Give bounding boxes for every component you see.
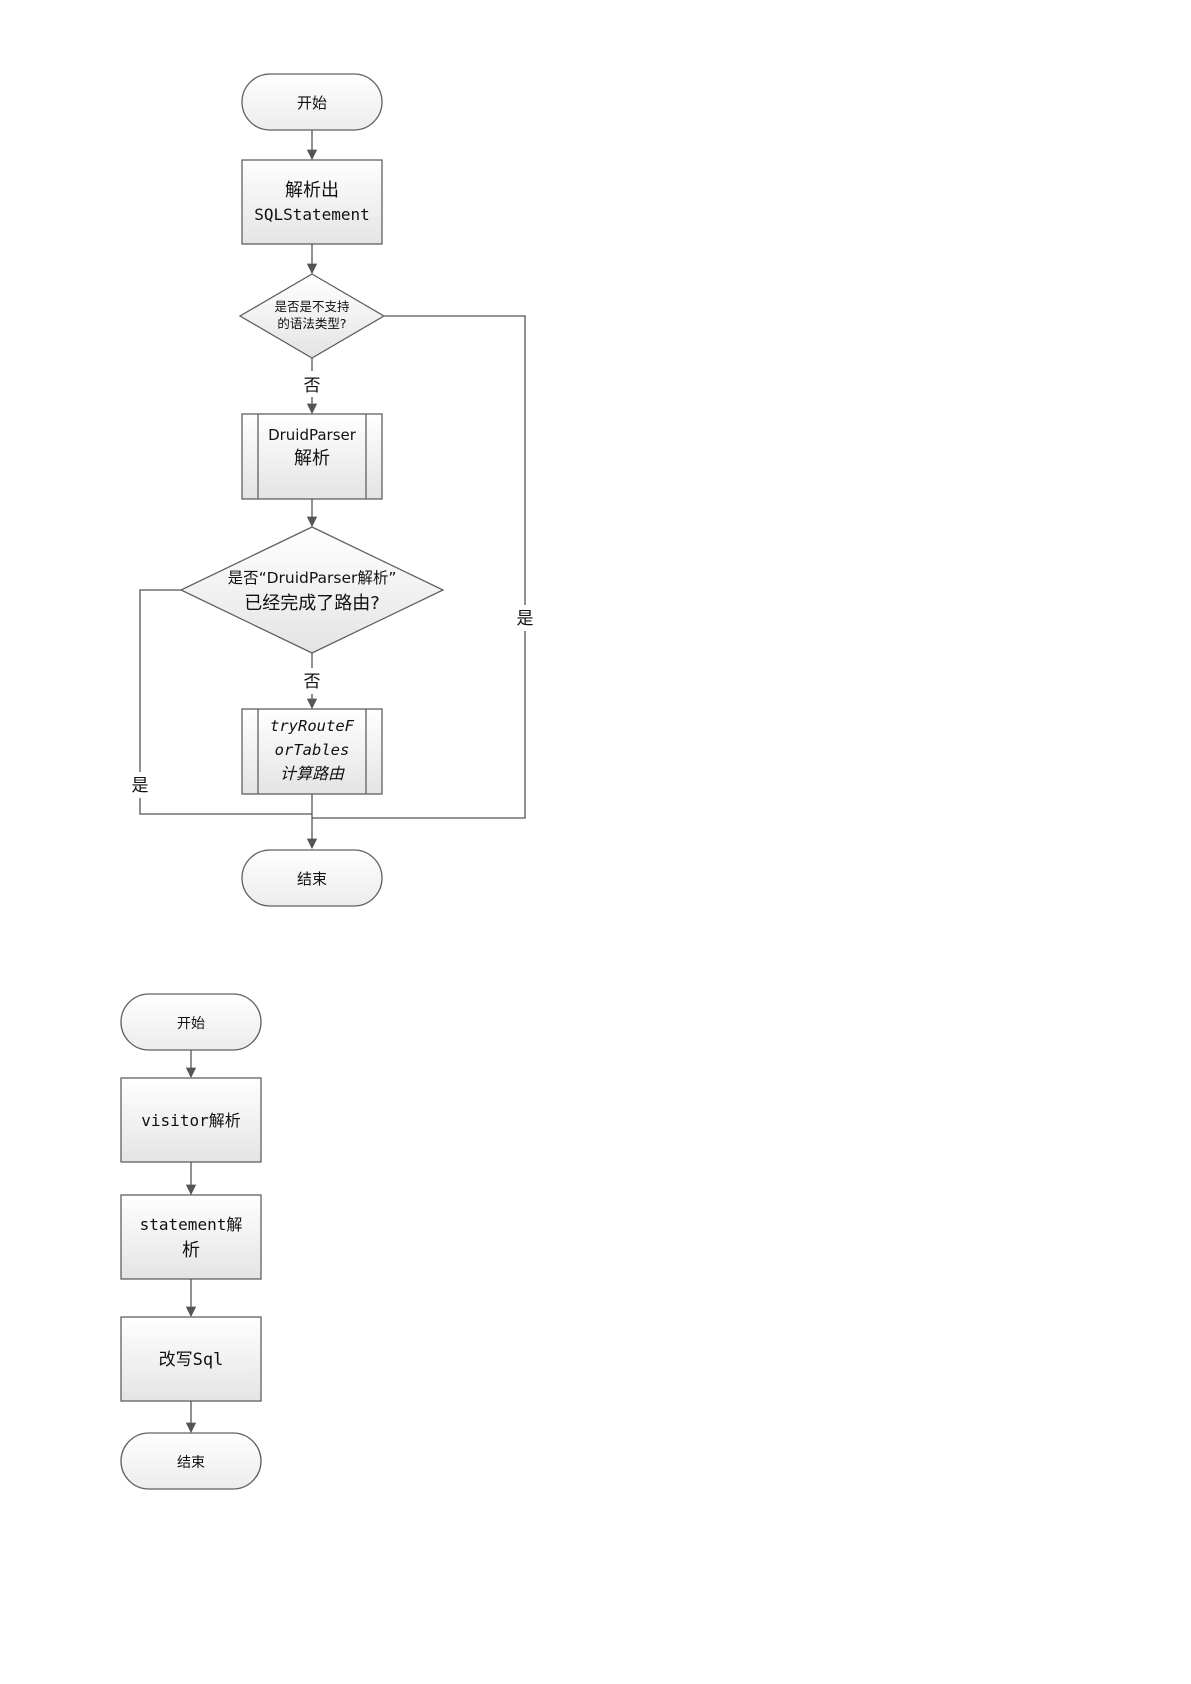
start-terminator-2: 开始 (120, 993, 262, 1051)
try-route-shape (241, 708, 383, 795)
label-no-1: 否 (304, 376, 321, 396)
flowchart-2: 开始 visitor解析 statement解 析 改写Sql 结束 (120, 993, 262, 1490)
start-label: 开始 (297, 94, 327, 112)
start-label-2: 开始 (177, 1016, 205, 1032)
start-terminator: 开始 (241, 73, 383, 131)
try-route-subprocess: tryRouteF orTables 计算路由 (241, 708, 383, 795)
parse-statement-shape (241, 159, 383, 245)
decision-unsupported-line-1: 是否是不支持 (274, 299, 349, 314)
end-terminator-2: 结束 (120, 1432, 262, 1490)
visitor-parse-process: visitor解析 (120, 1077, 262, 1163)
decision-routed: 是否“DruidParser解析” 已经完成了路由? (179, 526, 445, 654)
rewrite-sql-shape (120, 1316, 262, 1402)
edge-decision-1-yes (312, 315, 526, 819)
label-yes-left: 是 (132, 776, 149, 796)
druid-parser-shape (241, 413, 383, 500)
label-yes-right: 是 (517, 609, 534, 629)
druid-parser-line-1: DruidParser (268, 426, 357, 444)
try-route-line-1: tryRouteF (270, 717, 355, 735)
flowchart-1: 开始 解析出 SQLStatement 是否是不支持 的语法类型? 否 Drui… (128, 73, 537, 907)
end-label-2: 结束 (177, 1455, 205, 1471)
visitor-parse-label: visitor解析 (141, 1111, 240, 1130)
parse-statement-line-2: SQLStatement (254, 205, 370, 224)
label-bg-yes-left (128, 772, 152, 798)
try-route-line-2: orTables (275, 741, 350, 759)
end-terminator: 结束 (241, 849, 383, 907)
decision-routed-line-1: 是否“DruidParser解析” (228, 569, 397, 587)
decision-unsupported-line-2: 的语法类型? (277, 316, 346, 331)
decision-routed-line-2: 已经完成了路由? (244, 593, 380, 614)
end-terminator-2-shape (120, 1432, 262, 1490)
druid-parser-line-2: 解析 (294, 448, 330, 469)
decision-unsupported: 是否是不支持 的语法类型? (238, 273, 386, 359)
rewrite-sql-process: 改写Sql (120, 1316, 262, 1402)
statement-parse-line-1: statement解 (140, 1215, 243, 1234)
statement-parse-line-2: 析 (182, 1240, 200, 1261)
decision-routed-shape (179, 526, 445, 654)
label-bg-no-1 (300, 371, 324, 397)
edge-decision-2-yes (139, 589, 312, 815)
druid-parser-subprocess: DruidParser 解析 (241, 413, 383, 500)
end-terminator-shape (241, 849, 383, 907)
label-no-2: 否 (304, 672, 321, 692)
parse-statement-line-1: 解析出 (285, 180, 339, 201)
statement-parse-process: statement解 析 (120, 1194, 262, 1280)
try-route-line-3: 计算路由 (280, 764, 345, 783)
label-bg-no-2 (300, 668, 324, 694)
label-bg-yes-right (513, 605, 537, 631)
visitor-parse-shape (120, 1077, 262, 1163)
end-label: 结束 (297, 870, 327, 888)
statement-parse-shape (120, 1194, 262, 1280)
parse-statement-process: 解析出 SQLStatement (241, 159, 383, 245)
rewrite-sql-label: 改写Sql (159, 1350, 224, 1370)
